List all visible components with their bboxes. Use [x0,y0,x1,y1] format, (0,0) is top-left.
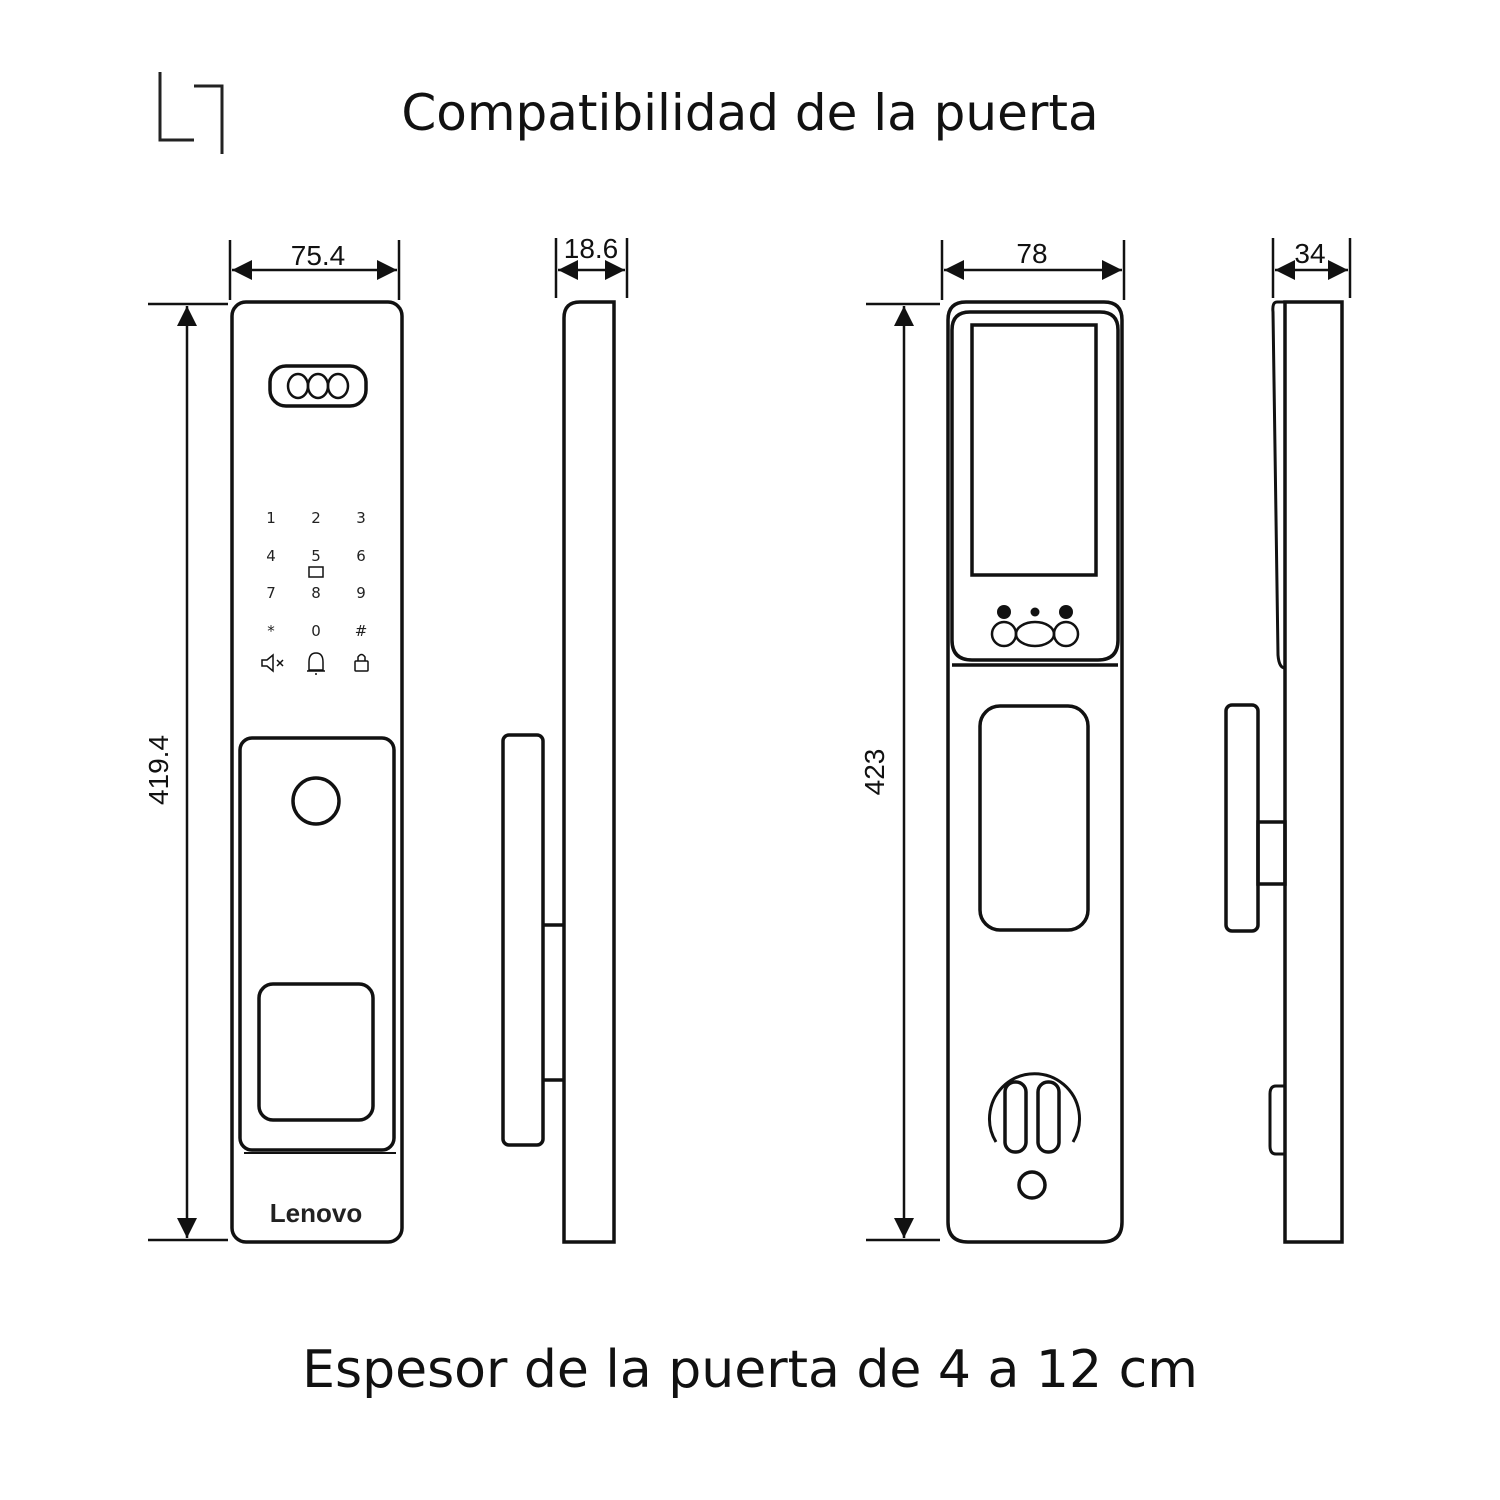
bell-icon [307,652,325,675]
key-2: 2 [311,509,321,527]
lock2-side-view [1224,300,1344,1244]
svg-text:419.4: 419.4 [143,735,174,805]
lock1-front-view: 1 2 3 4 5 6 7 8 9 * 0 # [230,300,404,1244]
handle-panel [978,704,1090,932]
key-4: 4 [266,547,276,565]
brand-logo: Lenovo [270,1198,362,1228]
key-hash: # [355,622,368,640]
lock1-depth-dimension: 18.6 [554,233,629,298]
lock-icon [354,653,369,672]
svg-text:75.4: 75.4 [291,240,346,271]
key-3: 3 [356,509,366,527]
key-cylinder [988,1072,1081,1154]
lock2-front-view [946,300,1124,1244]
lock1-height-dimension: 419.4 [143,302,228,1242]
svg-text:423: 423 [859,749,890,796]
svg-text:34: 34 [1294,238,1325,269]
fingerprint-sensor [291,776,341,826]
key-0: 0 [311,622,321,640]
lock2-depth-dimension: 34 [1271,238,1352,298]
svg-text:18.6: 18.6 [564,233,619,264]
key-star: * [267,622,275,640]
handle-grip [257,982,375,1122]
lock2-width-dimension: 78 [940,238,1126,300]
corner-logo-icon [158,72,224,154]
lock1-side-view [501,300,616,1244]
key-7: 7 [266,584,276,602]
lock1-width-dimension: 75.4 [228,240,401,300]
lock2-height-dimension: 423 [859,302,940,1242]
key-8: 8 [311,584,321,602]
keyhole [1017,1170,1047,1200]
handle [238,736,396,1152]
door-thickness-caption: Espesor de la puerta de 4 a 12 cm [302,1340,1198,1400]
key-9: 9 [356,584,366,602]
page-title: Compatibilidad de la puerta [401,84,1099,142]
display-screen [970,323,1098,577]
svg-text:78: 78 [1016,238,1047,269]
key-5: 5 [311,547,321,565]
key-1: 1 [266,509,276,527]
mute-icon [261,653,284,673]
keypad: 1 2 3 4 5 6 7 8 9 * 0 # [266,509,367,640]
key-6: 6 [356,547,366,565]
camera-sensor [268,364,368,408]
